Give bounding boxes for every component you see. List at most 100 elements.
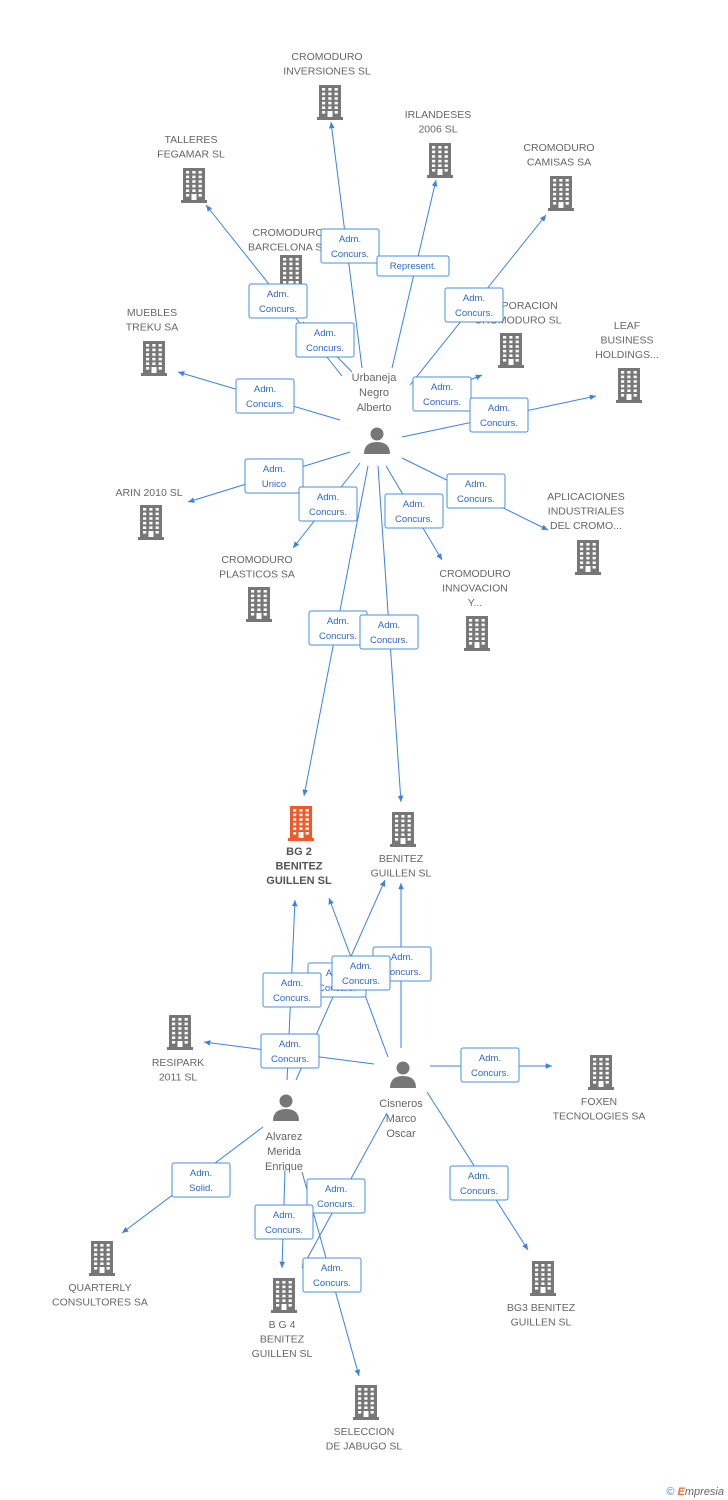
- company-name-line: INNOVACION: [442, 583, 508, 595]
- company-name-line: MUEBLES: [127, 307, 177, 319]
- building-icon: [246, 587, 272, 622]
- role-box-urbaneja-aplicaciones[interactable]: Adm.Concurs.: [446, 473, 506, 509]
- role-box-urbaneja-inversiones[interactable]: Adm.Concurs.: [320, 228, 380, 264]
- company-name: CROMODURO CAMISAS SA: [523, 142, 594, 169]
- role-label: Adm.Concurs.: [265, 1210, 303, 1236]
- role-box-urbaneja-innovacion[interactable]: Adm.Concurs.: [384, 493, 444, 529]
- role-label-line: Concurs.: [370, 635, 408, 646]
- role-label-line: Adm.: [350, 961, 372, 972]
- role-label: Adm.Concurs.: [480, 403, 518, 429]
- company-name-line: DEL CROMO...: [550, 520, 622, 532]
- role-box-urbaneja-arin[interactable]: Adm.Unico: [244, 458, 304, 494]
- company-name: BG 2 BENITEZ GUILLEN SL: [266, 846, 332, 887]
- role-box-alvarez-quarterly[interactable]: Adm.Solid.: [171, 1162, 231, 1198]
- role-label: Adm.Concurs.: [460, 1171, 498, 1197]
- role-box-cisneros-bg3[interactable]: Adm.Concurs.: [449, 1165, 509, 1201]
- building-icon: [317, 85, 343, 120]
- building-icon: [288, 806, 314, 841]
- role-label-line: Adm.: [263, 464, 285, 475]
- role-box-urbaneja-plasticos[interactable]: Adm.Concurs.: [298, 486, 358, 522]
- role-label: Adm.Concurs.: [471, 1053, 509, 1079]
- role-box-cisneros-foxen[interactable]: Adm.Concurs.: [460, 1047, 520, 1083]
- company-name-line: CAMISAS SA: [527, 157, 591, 169]
- building-icon: [575, 540, 601, 575]
- company-name-line: APLICACIONES: [547, 491, 625, 503]
- role-box-alvarez-bg4[interactable]: Adm.Concurs.: [254, 1204, 314, 1240]
- role-label: Adm.Concurs.: [246, 384, 284, 410]
- role-label-line: Concurs.: [471, 1068, 509, 1079]
- company-arin[interactable]: ARIN 2010 SL: [115, 487, 183, 540]
- role-label-line: Concurs.: [273, 993, 311, 1004]
- person-icon: [390, 1061, 416, 1088]
- company-name-line: CROMODURO: [523, 142, 594, 154]
- company-name-line: TECNOLOGIES SA: [553, 1111, 646, 1123]
- role-box-urbaneja-barcelona[interactable]: Adm.Concurs.: [295, 322, 355, 358]
- company-bg2[interactable]: BG 2 BENITEZ GUILLEN SL: [266, 806, 332, 887]
- role-label-line: Concurs.: [331, 249, 369, 260]
- person-name-line: Alvarez: [266, 1131, 303, 1143]
- role-box-alvarez-seleccion[interactable]: Adm.Concurs.: [302, 1257, 362, 1293]
- role-box-urbaneja-talleres[interactable]: Adm.Concurs.: [248, 283, 308, 319]
- company-name-line: BG 2: [286, 846, 312, 858]
- role-label-line: Adm.: [431, 382, 453, 393]
- role-box-alvarez-bg2[interactable]: Adm.Concurs.: [262, 972, 322, 1008]
- role-box-urbaneja-muebles[interactable]: Adm.Concurs.: [235, 378, 295, 414]
- company-name-line: GUILLEN SL: [371, 868, 432, 880]
- company-name-line: CONSULTORES SA: [52, 1297, 148, 1309]
- company-name-line: BENITEZ: [275, 861, 322, 873]
- brand-footer: © Empresia: [666, 1486, 724, 1498]
- role-box-urbaneja-leaf[interactable]: Adm.Concurs.: [469, 397, 529, 433]
- role-label: Adm.Unico: [262, 464, 286, 490]
- company-name-line: DE JABUGO SL: [326, 1441, 403, 1453]
- building-icon: [138, 505, 164, 540]
- role-box-urbaneja-irlandeses[interactable]: Represent.: [376, 255, 450, 277]
- role-box-urbaneja-corporacion[interactable]: Adm.Concurs.: [412, 376, 472, 412]
- company-name-line: BUSINESS: [600, 335, 653, 347]
- role-label: Adm.Concurs.: [383, 952, 421, 978]
- role-label-line: Concurs.: [246, 399, 284, 410]
- company-name-line: TALLERES: [165, 134, 218, 146]
- role-box-urbaneja-camisas[interactable]: Adm.Concurs.: [444, 287, 504, 323]
- company-camisas[interactable]: CROMODURO CAMISAS SA: [523, 142, 595, 211]
- company-name-line: B G 4: [269, 1319, 296, 1331]
- role-box-cisneros-bg4[interactable]: Adm.Concurs.: [306, 1178, 366, 1214]
- person-name-line: Urbaneja: [352, 372, 398, 384]
- company-name-line: GUILLEN SL: [266, 875, 332, 887]
- role-label-line: Concurs.: [306, 343, 344, 354]
- role-box-urbaneja-bg2[interactable]: Adm.Concurs.: [308, 610, 368, 646]
- role-box-urbaneja-benitez[interactable]: Adm.Concurs.: [359, 614, 419, 650]
- role-box-cisneros-resipark[interactable]: Adm.Concurs.: [260, 1033, 320, 1069]
- role-box-alvarez-benitez[interactable]: Adm.Concurs.: [331, 955, 391, 991]
- building-icon: [530, 1261, 556, 1296]
- role-label-line: Concurs.: [313, 1278, 351, 1289]
- company-name: ARIN 2010 SL: [115, 487, 182, 499]
